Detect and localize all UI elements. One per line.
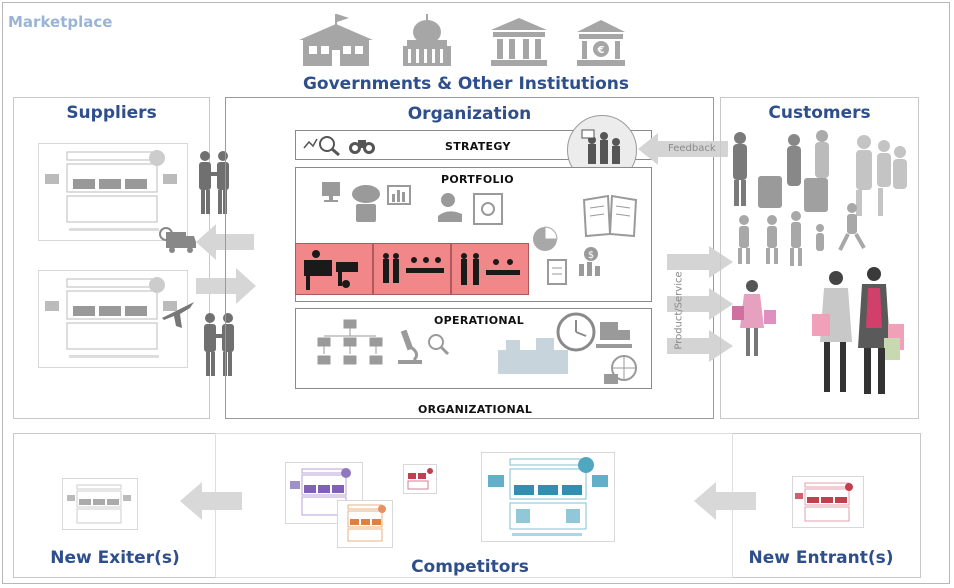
- capitol-icon: [403, 14, 451, 66]
- portfolio-office-box: [295, 243, 373, 295]
- competitor-diagram-red-small: [403, 464, 437, 494]
- portfolio-meeting-box: [373, 243, 451, 295]
- strategy-label: STRATEGY: [445, 140, 511, 153]
- product-service-arrows: [667, 246, 733, 362]
- organization-title: Organization: [407, 104, 532, 124]
- factory-production-icon: [498, 312, 637, 384]
- supplier-mini-diagram-1: [38, 143, 188, 241]
- feedback-label: Feedback: [668, 143, 716, 154]
- operational-layer: [295, 308, 652, 389]
- suppliers-panel: [13, 97, 210, 419]
- organizational-label: ORGANIZATIONAL: [418, 403, 533, 416]
- airplane-icon: [162, 302, 194, 328]
- portfolio-label: PORTFOLIO: [441, 173, 514, 186]
- entrant-mini-diagram: [792, 476, 864, 528]
- product-service-label: Product/Service: [673, 271, 685, 350]
- svg-text:$: $: [588, 250, 594, 261]
- arrow-from-entrants: [694, 482, 756, 520]
- money-safe-icon: [438, 193, 503, 225]
- arrow-right-to-organization: [196, 268, 256, 304]
- magnifier-chart-icon: [303, 136, 340, 156]
- arrow-to-exiters: [180, 482, 242, 520]
- new-entrants-title: New Entrant(s): [748, 548, 894, 568]
- customers-crowd-icon: [732, 130, 907, 394]
- courthouse-icon: [491, 18, 547, 66]
- pie-chart-icon: [533, 226, 558, 251]
- customers-title: Customers: [768, 103, 871, 123]
- svg-text:€: €: [597, 45, 605, 56]
- report-icon: [547, 259, 567, 285]
- competitor-diagram-teal: [481, 452, 615, 542]
- bank-icon: €: [577, 20, 625, 66]
- microscope-icon: [398, 329, 450, 364]
- binoculars-icon: [349, 140, 375, 154]
- school-icon: [299, 14, 373, 66]
- governments-title: Governments & Other Institutions: [302, 74, 630, 94]
- competitors-title: Competitors: [411, 557, 529, 577]
- operational-label: OPERATIONAL: [434, 314, 525, 327]
- feedback-arrow: [638, 133, 728, 165]
- cloud-computer-icon: [322, 182, 411, 222]
- exiter-mini-diagram: [62, 478, 138, 530]
- handshake-icon: [199, 151, 229, 214]
- portfolio-team-box: [451, 243, 529, 295]
- dollar-bar-icon: $: [579, 247, 600, 276]
- marketplace-label: Marketplace: [8, 13, 113, 31]
- institution-icons: €: [299, 14, 625, 66]
- competitor-diagram-orange: [337, 500, 393, 548]
- suppliers-title: Suppliers: [66, 103, 157, 123]
- open-book-icon: [582, 194, 638, 238]
- delivery-truck-icon: [159, 227, 196, 253]
- org-chart-icon: [317, 319, 383, 365]
- customers-panel: [720, 97, 919, 419]
- new-exiters-title: New Exiter(s): [50, 548, 180, 568]
